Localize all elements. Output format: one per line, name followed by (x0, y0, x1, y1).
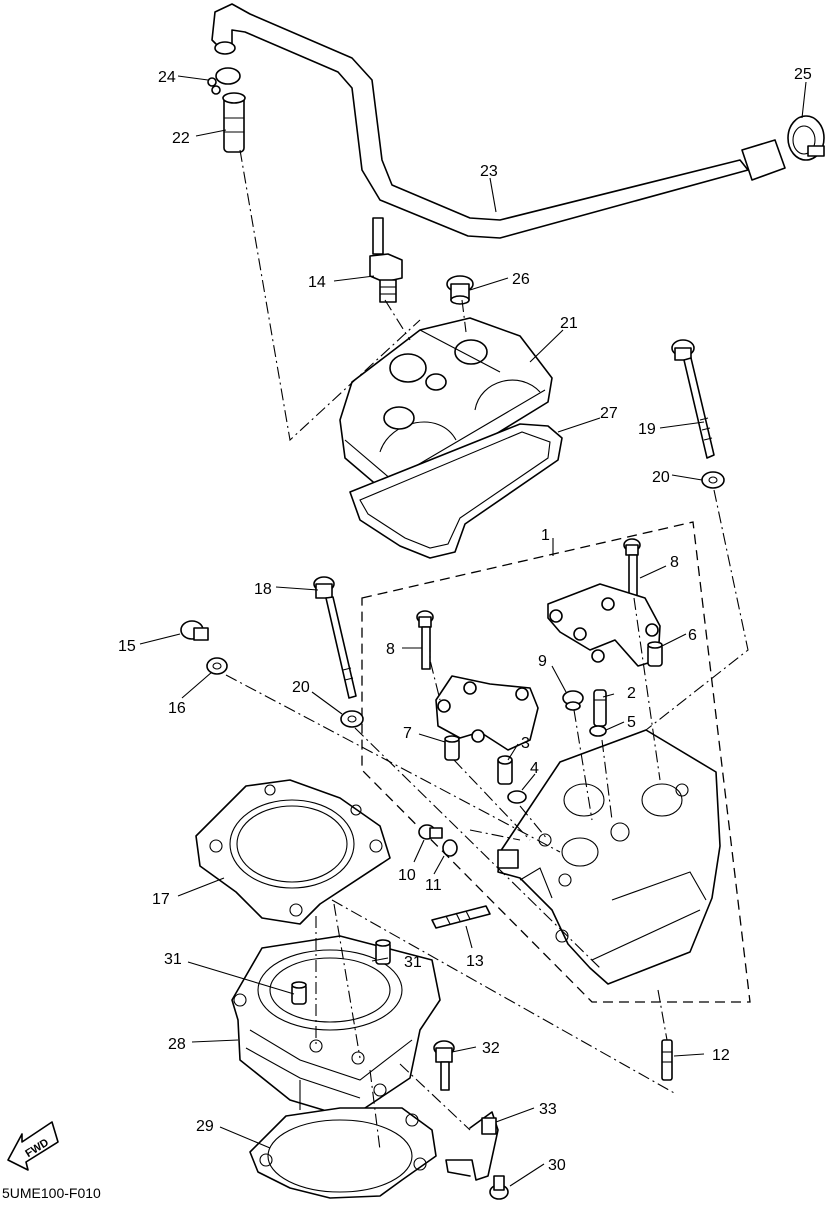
callout-7: 7 (403, 725, 412, 742)
cam-cap-bolt-right (623, 538, 641, 598)
callout-17: 17 (152, 891, 170, 908)
cylinder-head-assembly-boundary (361, 521, 751, 1003)
stud-bolt-short (661, 1039, 673, 1081)
washer-upper (701, 471, 725, 489)
callout-14: 14 (308, 274, 326, 291)
small-bolt (418, 824, 443, 840)
callout-24: 24 (158, 69, 176, 86)
dowel-pin-left (444, 735, 460, 761)
callout-8-left: 8 (386, 641, 395, 658)
callout-2: 2 (627, 685, 636, 702)
leader-lines (139, 75, 807, 1187)
cover-plug (446, 275, 474, 305)
callout-31-left: 31 (164, 951, 182, 968)
callout-20-lower: 20 (292, 679, 310, 696)
callout-31-right: 31 (404, 954, 422, 971)
callout-26: 26 (512, 271, 530, 288)
callout-6: 6 (688, 627, 697, 644)
head-bolt-long (313, 576, 357, 699)
cylinder-head-gasket (195, 779, 391, 925)
guide-bolt (489, 1175, 509, 1200)
callout-30: 30 (548, 1157, 566, 1174)
callout-4: 4 (530, 760, 539, 777)
chain-guide (445, 1111, 499, 1181)
gasket-washer (206, 657, 228, 675)
callout-29: 29 (196, 1118, 214, 1135)
callout-16: 16 (168, 700, 186, 717)
callout-5: 5 (627, 714, 636, 731)
breather-hose (211, 3, 786, 239)
callout-8-right: 8 (670, 554, 679, 571)
o-ring (507, 790, 527, 804)
callout-20-upper: 20 (652, 469, 670, 486)
spark-plug (369, 217, 403, 303)
callout-19: 19 (638, 421, 656, 438)
callout-22: 22 (172, 130, 190, 147)
small-washer (442, 839, 458, 857)
callout-18: 18 (254, 581, 272, 598)
camshaft-cap-right (547, 583, 661, 667)
callout-3: 3 (521, 735, 530, 752)
camshaft-cap-left (435, 675, 539, 751)
callout-21: 21 (560, 315, 578, 332)
cover-bolt-long (671, 339, 715, 459)
callout-23: 23 (480, 163, 498, 180)
assembly-guide-lines (225, 149, 749, 1151)
cylinder-head (497, 729, 721, 985)
hollow-plug (497, 755, 513, 785)
dowel-pin-cap (647, 641, 663, 667)
callout-32: 32 (482, 1040, 500, 1057)
cylinder-block (231, 935, 441, 1119)
callout-9: 9 (538, 653, 547, 670)
diagram-code: 5UME100-F010 (2, 1185, 101, 1201)
guide-pin (593, 689, 607, 727)
callout-13: 13 (466, 953, 484, 970)
dowel-pin-cylinder-left (291, 981, 307, 1005)
callout-12: 12 (712, 1047, 730, 1064)
callout-10: 10 (398, 867, 416, 884)
callout-15: 15 (118, 638, 136, 655)
oil-passage-bolt (180, 620, 209, 641)
cylinder-head-cover (339, 317, 553, 499)
callout-11: 11 (425, 877, 442, 894)
breather-fitting (222, 92, 246, 153)
callout-27: 27 (600, 405, 618, 422)
callout-1: 1 (541, 527, 550, 544)
callout-25: 25 (794, 66, 812, 83)
hose-clamp (787, 115, 825, 161)
callout-labels: 1 2 3 4 5 6 7 8 8 9 10 11 12 13 14 15 16… (118, 66, 812, 1174)
stud-bolt (431, 905, 491, 929)
cylinder-base-gasket (249, 1107, 437, 1199)
cylinder-bolt (433, 1040, 455, 1091)
hose-clip (207, 67, 241, 95)
head-cover-gasket (349, 423, 563, 559)
callout-28: 28 (168, 1036, 186, 1053)
head-plug (562, 690, 584, 711)
washer-lower (340, 710, 364, 728)
callout-33: 33 (539, 1101, 557, 1118)
cam-cap-bolt-left (416, 610, 434, 670)
o-ring-small (589, 725, 607, 737)
forward-direction-arrow-icon: FWD (7, 1121, 59, 1171)
